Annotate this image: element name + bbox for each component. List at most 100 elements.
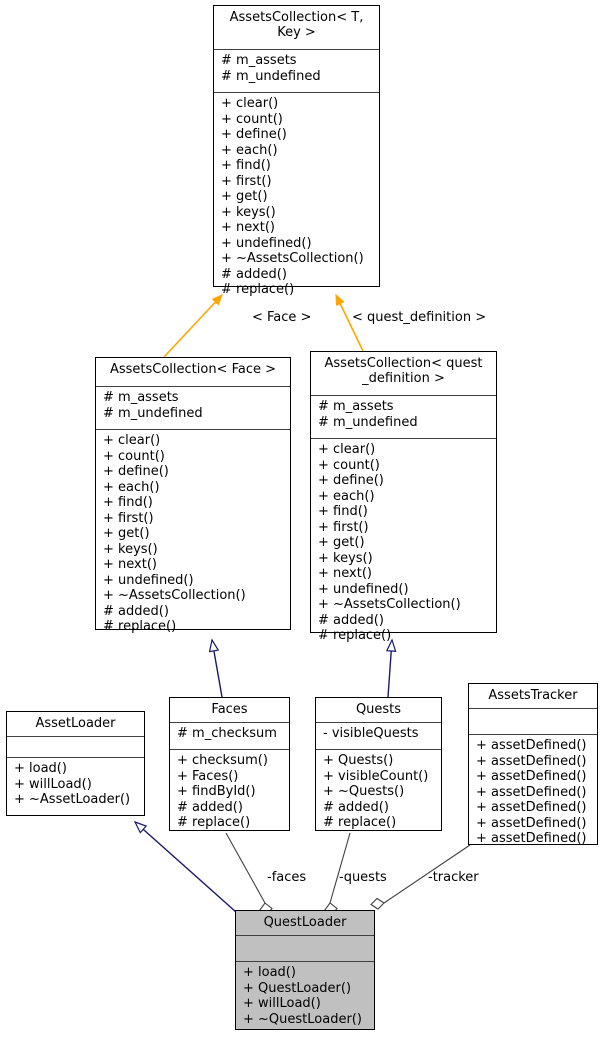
class-attributes: # m_assets # m_undefined bbox=[96, 387, 290, 430]
class-member: + each() bbox=[103, 479, 160, 495]
class-operations: + Quests() + visibleCount() + ~Quests() … bbox=[316, 750, 441, 835]
class-attributes bbox=[236, 936, 374, 962]
class-attributes: - visibleQuests bbox=[316, 723, 441, 750]
class-member: + keys() bbox=[103, 541, 158, 557]
edge-label-tracker-role: -tracker bbox=[428, 870, 479, 885]
class-member: + assetDefined() bbox=[476, 815, 587, 831]
class-member: # replace() bbox=[177, 815, 251, 830]
class-member: + ~QuestLoader() bbox=[243, 1011, 362, 1027]
class-member: + next() bbox=[221, 220, 275, 235]
class-member: + assetDefined() bbox=[476, 769, 587, 784]
edge-label-quest-definition-template: < quest_definition > bbox=[352, 310, 487, 325]
class-member: + ~AssetsCollection() bbox=[221, 251, 364, 266]
class-member: + find() bbox=[103, 495, 153, 510]
edge-label-face-template: < Face > bbox=[252, 310, 312, 325]
class-member: + clear() bbox=[103, 433, 161, 448]
class-member: # m_undefined bbox=[103, 405, 203, 421]
class-member: # added() bbox=[177, 799, 243, 815]
class-box-assets-tracker[interactable]: AssetsTracker + assetDefined() + assetDe… bbox=[468, 683, 598, 846]
class-member: # replace() bbox=[318, 628, 392, 643]
aggregation-edge-faces bbox=[225, 832, 273, 917]
class-member: + get() bbox=[318, 535, 365, 550]
class-member: # m_undefined bbox=[318, 414, 418, 430]
class-member: + clear() bbox=[221, 96, 279, 111]
class-box-asset-loader[interactable]: AssetLoader + load() + willLoad() + ~Ass… bbox=[6, 711, 145, 816]
inheritance-edge-faces bbox=[212, 640, 223, 698]
class-member: + each() bbox=[318, 488, 375, 504]
class-member: + assetDefined() bbox=[476, 784, 587, 800]
class-member: + define() bbox=[318, 473, 384, 488]
class-member: + assetDefined() bbox=[476, 738, 587, 753]
template-edge-face bbox=[163, 295, 222, 358]
class-title: Quests bbox=[316, 698, 441, 723]
class-attributes: # m_assets # m_undefined bbox=[214, 50, 379, 93]
class-member: + assetDefined() bbox=[476, 831, 587, 846]
class-member: + each() bbox=[221, 142, 278, 158]
class-member: + clear() bbox=[318, 442, 376, 457]
class-title: QuestLoader bbox=[236, 911, 374, 936]
class-member: + Quests() bbox=[323, 753, 394, 768]
class-box-assets-collection-face[interactable]: AssetsCollection< Face > # m_assets # m_… bbox=[95, 357, 291, 634]
class-operations: + clear() + count() + define() + each() … bbox=[214, 93, 379, 302]
class-member: + first() bbox=[103, 510, 154, 526]
class-title: AssetLoader bbox=[7, 712, 144, 737]
class-title: AssetsTracker bbox=[469, 684, 597, 709]
class-member: + assetDefined() bbox=[476, 800, 587, 815]
class-member: + count() bbox=[103, 448, 165, 464]
class-member: + keys() bbox=[221, 204, 276, 220]
class-box-faces[interactable]: Faces # m_checksum + checksum() + Faces(… bbox=[169, 697, 290, 831]
class-member: + first() bbox=[221, 173, 272, 189]
class-member: + ~AssetLoader() bbox=[14, 792, 131, 807]
inheritance-edge-quest-loader bbox=[135, 822, 237, 913]
class-member: + load() bbox=[243, 965, 296, 980]
class-member: - visibleQuests bbox=[323, 726, 419, 741]
class-member: + undefined() bbox=[221, 235, 312, 251]
class-member: # m_assets bbox=[103, 390, 179, 405]
class-title: Faces bbox=[170, 698, 289, 723]
class-member: + load() bbox=[14, 761, 67, 776]
class-operations: + clear() + count() + define() + each() … bbox=[96, 430, 290, 639]
class-member: # added() bbox=[323, 799, 389, 815]
class-member: + assetDefined() bbox=[476, 753, 587, 769]
class-operations: + checksum() + Faces() + findById() # ad… bbox=[170, 750, 289, 835]
class-member: + findById() bbox=[177, 784, 256, 799]
class-operations: + load() + QuestLoader() + willLoad() + … bbox=[236, 962, 374, 1031]
class-box-quests[interactable]: Quests - visibleQuests + Quests() + visi… bbox=[315, 697, 442, 831]
class-attributes: # m_checksum bbox=[170, 723, 289, 750]
class-member: + keys() bbox=[318, 550, 373, 566]
class-member: + next() bbox=[318, 566, 372, 581]
class-member: # m_undefined bbox=[221, 68, 321, 84]
class-box-assets-collection-quest-definition[interactable]: AssetsCollection< quest _definition > # … bbox=[310, 351, 497, 643]
class-title: AssetsCollection< T, Key > bbox=[214, 6, 379, 50]
class-member: + willLoad() bbox=[14, 776, 92, 792]
class-title: AssetsCollection< Face > bbox=[96, 358, 290, 387]
class-attributes bbox=[469, 709, 597, 735]
class-member: + count() bbox=[221, 111, 283, 127]
class-box-quest-loader[interactable]: QuestLoader + load() + QuestLoader() + w… bbox=[235, 910, 375, 1030]
class-member: + find() bbox=[318, 504, 368, 519]
class-member: # replace() bbox=[103, 619, 177, 634]
class-member: # m_assets bbox=[318, 399, 394, 414]
class-member: + QuestLoader() bbox=[243, 980, 352, 996]
class-member: # m_assets bbox=[221, 53, 297, 68]
class-member: + define() bbox=[103, 464, 169, 479]
class-member: + get() bbox=[103, 526, 150, 541]
class-operations: + assetDefined() + assetDefined() + asse… bbox=[469, 735, 597, 851]
class-member: # m_checksum bbox=[177, 726, 277, 741]
class-member: + define() bbox=[221, 127, 287, 142]
class-member: + willLoad() bbox=[243, 996, 321, 1011]
class-member: # replace() bbox=[221, 282, 295, 297]
class-member: + ~AssetsCollection() bbox=[318, 597, 461, 612]
class-member: + ~Quests() bbox=[323, 784, 405, 799]
edge-label-faces-role: -faces bbox=[267, 870, 307, 885]
class-member: # added() bbox=[103, 603, 169, 619]
class-box-assets-collection-generic[interactable]: AssetsCollection< T, Key > # m_assets # … bbox=[213, 5, 380, 297]
class-attributes bbox=[7, 737, 144, 758]
class-member: + Faces() bbox=[177, 768, 239, 784]
class-operations: + load() + willLoad() + ~AssetLoader() bbox=[7, 758, 144, 812]
class-member: # added() bbox=[221, 266, 287, 282]
class-attributes: # m_assets # m_undefined bbox=[311, 396, 496, 439]
class-member: + get() bbox=[221, 189, 268, 204]
class-member: + first() bbox=[318, 519, 369, 535]
